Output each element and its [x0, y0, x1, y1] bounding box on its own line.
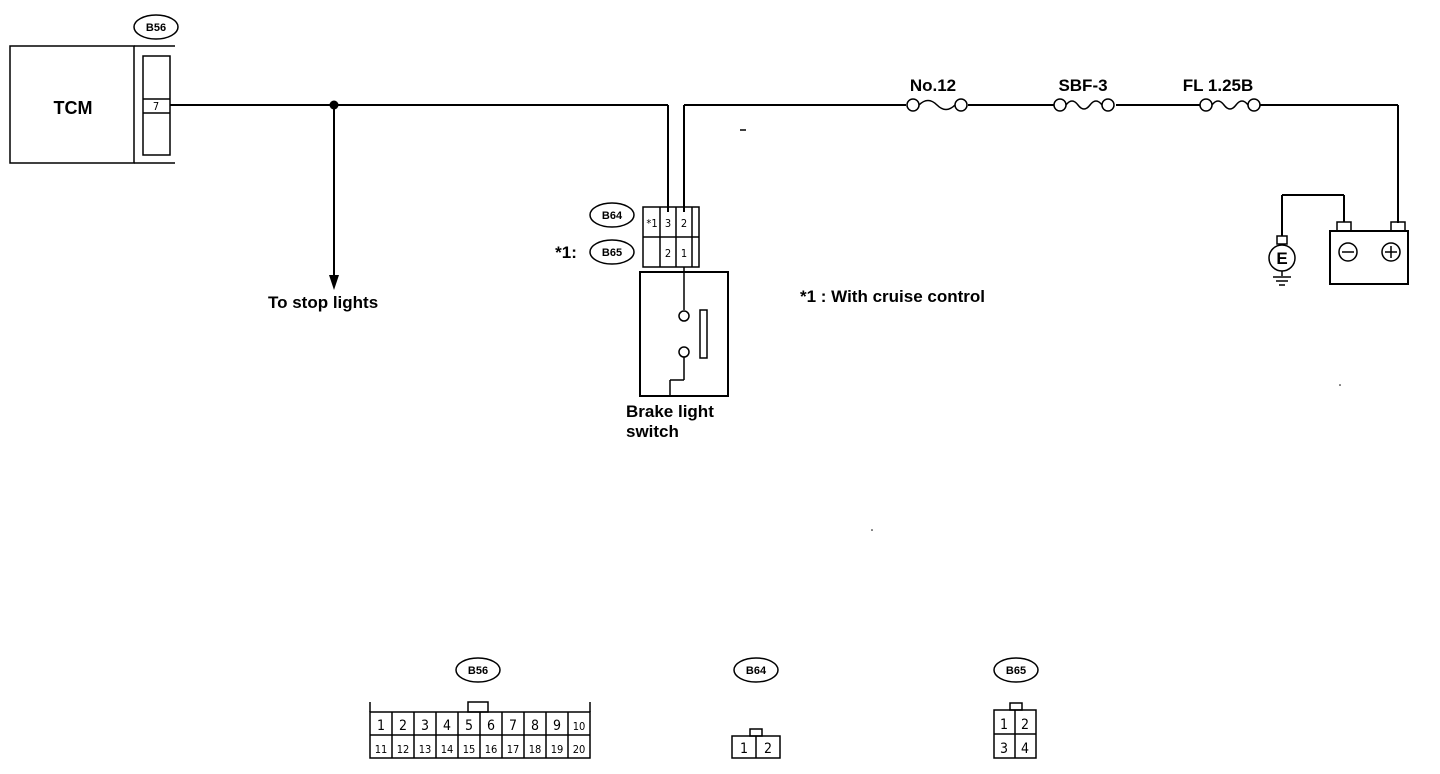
b64-pin-label: *1 — [646, 217, 657, 230]
ground: E — [1268, 194, 1345, 286]
battery-plus-icon — [1381, 242, 1401, 262]
brake-switch-label-line2: switch — [626, 422, 679, 441]
b56-view-pin: 5 — [465, 718, 473, 734]
b56-view-pin: 12 — [397, 743, 410, 756]
b65-view-title: B65 — [1006, 665, 1026, 677]
b56-view-pin: 18 — [529, 743, 542, 756]
b56-view-pin: 11 — [375, 743, 388, 756]
b56-tag-label: B56 — [146, 22, 166, 34]
b65-tag: *1: B65 — [555, 239, 635, 265]
b56-view-pin: 7 — [509, 718, 517, 734]
b56-view-pin: 1 — [377, 718, 385, 734]
b56-view-pin: 6 — [487, 718, 495, 734]
fuse-sbf3-label: SBF-3 — [1058, 76, 1107, 95]
b56-view-pin: 20 — [573, 743, 586, 756]
b56-view-pin: 14 — [441, 743, 454, 756]
b64-pin-label: 2 — [681, 217, 687, 230]
b56-view-pin: 10 — [573, 720, 586, 733]
b56-view-pin: 2 — [399, 718, 407, 734]
tcm-box — [9, 45, 135, 164]
footnote: *1 : With cruise control — [800, 287, 985, 306]
switch-plunger-icon — [699, 309, 708, 359]
tcm-pin-number: 7 — [153, 100, 159, 113]
b56-view-pin: 19 — [551, 743, 564, 756]
b65-pin-label: 2 — [665, 247, 671, 260]
b56-view-title: B56 — [468, 665, 488, 677]
arrow-down-icon — [329, 275, 339, 290]
fuse-fl125b: FL 1.25B — [1183, 76, 1261, 112]
b56-view-pin: 3 — [421, 718, 429, 734]
b65-tag-label: B65 — [602, 247, 622, 259]
b65-view-pin: 1 — [1000, 717, 1008, 733]
b64-tag-label: B64 — [602, 210, 623, 222]
b56-tag: B56 — [133, 14, 179, 40]
b64-view-pin: 1 — [740, 741, 748, 757]
b64-view-pin: 2 — [764, 741, 772, 757]
b65-pin-label: 1 — [681, 247, 687, 260]
battery-box — [1329, 230, 1409, 285]
battery — [1329, 221, 1409, 285]
fuse-no12: No.12 — [906, 76, 968, 112]
b56-view-pin: 13 — [419, 743, 432, 756]
b65-view-pin: 3 — [1000, 741, 1008, 757]
b56-view-pin: 17 — [507, 743, 520, 756]
brake-switch-label-line1: Brake light — [626, 402, 714, 421]
fuse-fl125b-label: FL 1.25B — [1183, 76, 1254, 95]
ground-label: E — [1276, 249, 1287, 268]
b56-view-pin: 8 — [531, 718, 539, 734]
b64-pin-label: 3 — [665, 217, 671, 230]
b64-tag: B64 — [589, 202, 635, 228]
wires — [170, 100, 1399, 290]
b56-view-pin: 4 — [443, 718, 451, 734]
b65-view-pin: 2 — [1021, 717, 1029, 733]
connector-view-b64: B64 1 2 — [731, 657, 781, 759]
tcm-block: TCM 7 — [9, 45, 175, 164]
b65-view-pin: 4 — [1021, 741, 1029, 757]
b56-view-pin: 9 — [553, 718, 561, 734]
battery-minus-icon — [1338, 242, 1358, 262]
fuse-sbf3: SBF-3 — [1053, 76, 1115, 112]
b64-view-title: B64 — [746, 665, 767, 677]
tcm-label: TCM — [54, 98, 93, 118]
fuse-no12-label: No.12 — [910, 76, 956, 95]
b56-view-pin: 16 — [485, 743, 498, 756]
b56-view-pin: 15 — [463, 743, 476, 756]
connector-view-b65: B65 1 2 3 4 — [993, 657, 1039, 759]
brake-switch-body — [639, 267, 729, 397]
b65-prefix: *1: — [555, 243, 577, 262]
brake-switch-connector: *1 3 2 2 1 — [642, 206, 700, 268]
stop-lights-label: To stop lights — [268, 293, 378, 312]
